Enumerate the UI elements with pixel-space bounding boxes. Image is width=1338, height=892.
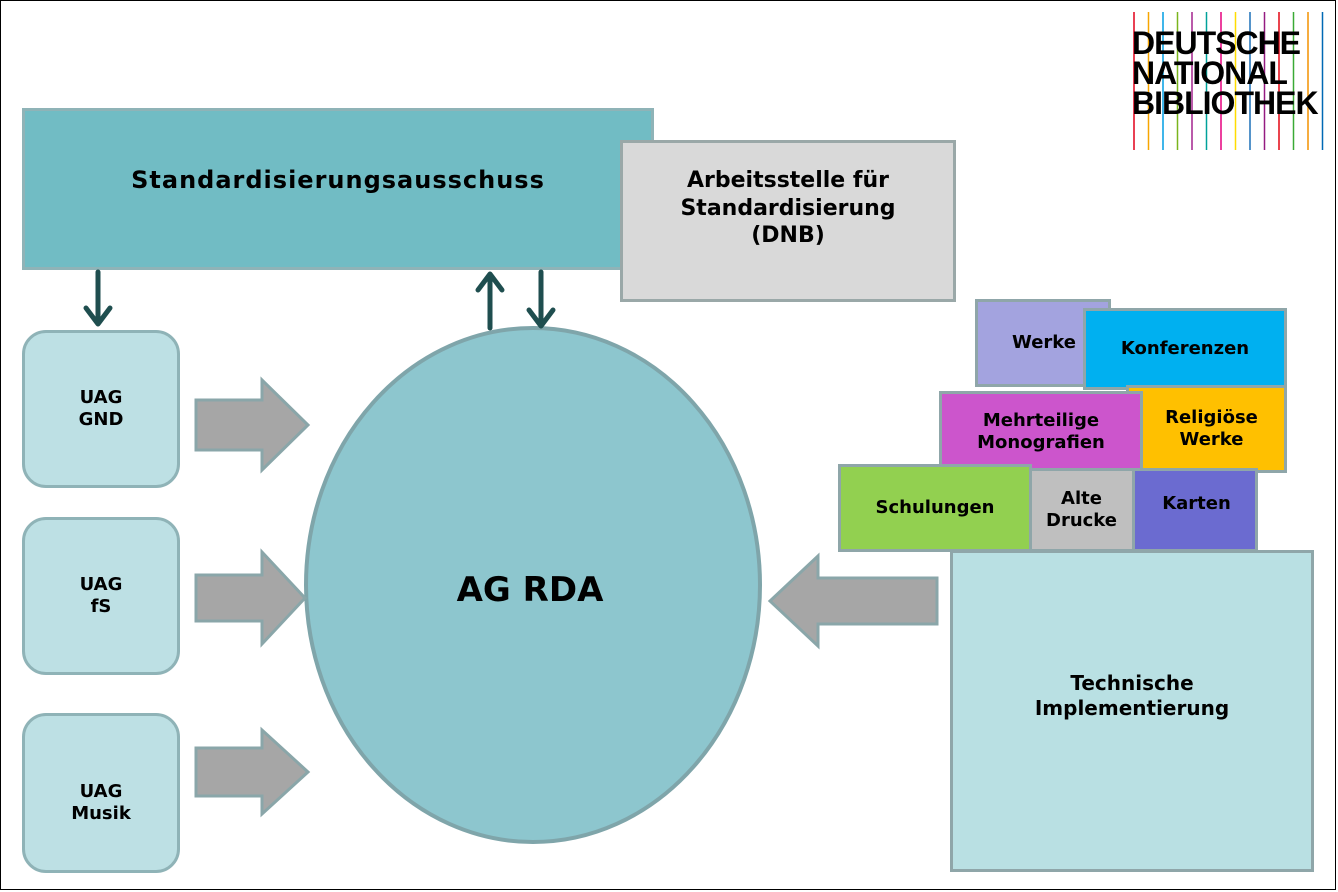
office-box: Arbeitsstelle für Standardisierung (DNB) <box>620 140 956 302</box>
arrow-uag-gnd-to-ag <box>194 376 311 474</box>
uag-musik-label: UAG Musik <box>71 780 131 825</box>
tile-religioese-label: Religiöse Werke <box>1165 406 1258 451</box>
uag-fs-box: UAG fS <box>22 517 180 675</box>
arrow-uag-fs-to-ag <box>194 548 308 648</box>
tile-mehrteilige-label: Mehrteilige Monografien <box>977 409 1105 454</box>
tile-mehrteilige-monografien: Mehrteilige Monografien <box>939 391 1143 473</box>
uag-gnd-box: UAG GND <box>22 330 180 488</box>
uag-gnd-label: UAG GND <box>78 386 124 431</box>
tile-alte-drucke: Alte Drucke <box>1028 468 1135 552</box>
tile-religioese-werke: Religiöse Werke <box>1126 385 1287 473</box>
arrow-uag-musik-to-ag <box>194 726 311 818</box>
arrow-ag-to-committee-head <box>475 271 505 293</box>
tile-karten: Karten <box>1125 468 1258 552</box>
tile-schulungen: Schulungen <box>838 464 1032 552</box>
dnb-logo: DEUTSCHE NATIONAL BIBLIOTHEK <box>1128 12 1338 152</box>
uag-fs-label: UAG fS <box>79 573 123 618</box>
tile-karten-label: Karten <box>1162 492 1231 514</box>
tile-konferenzen-label: Konferenzen <box>1120 337 1250 359</box>
arrow-implementation-to-ag <box>767 552 939 650</box>
committee-box: Standardisierungsausschuss <box>22 108 654 270</box>
arrow-committee-to-ag-head <box>526 307 556 329</box>
office-label: Arbeitsstelle für Standardisierung (DNB) <box>680 168 896 248</box>
arrow-committee-to-uag-head <box>83 305 113 327</box>
ag-rda-label-wrap: AG RDA <box>380 560 680 620</box>
logo-text: DEUTSCHE NATIONAL BIBLIOTHEK <box>1132 25 1319 121</box>
tile-werke-label: Werke <box>1012 331 1076 353</box>
implementation-label: Technische Implementierung <box>1034 671 1230 720</box>
tile-schulungen-label: Schulungen <box>875 496 995 518</box>
ag-rda-label: AG RDA <box>456 569 604 610</box>
implementation-box: Technische Implementierung <box>950 550 1314 872</box>
logo-bars <box>1133 12 1324 150</box>
committee-label: Standardisierungsausschuss <box>131 166 545 194</box>
tile-alte-drucke-label: Alte Drucke <box>1046 487 1117 532</box>
uag-musik-box: UAG Musik <box>22 713 180 873</box>
tile-konferenzen: Konferenzen <box>1083 308 1287 390</box>
ag-rda-circle <box>304 326 762 844</box>
